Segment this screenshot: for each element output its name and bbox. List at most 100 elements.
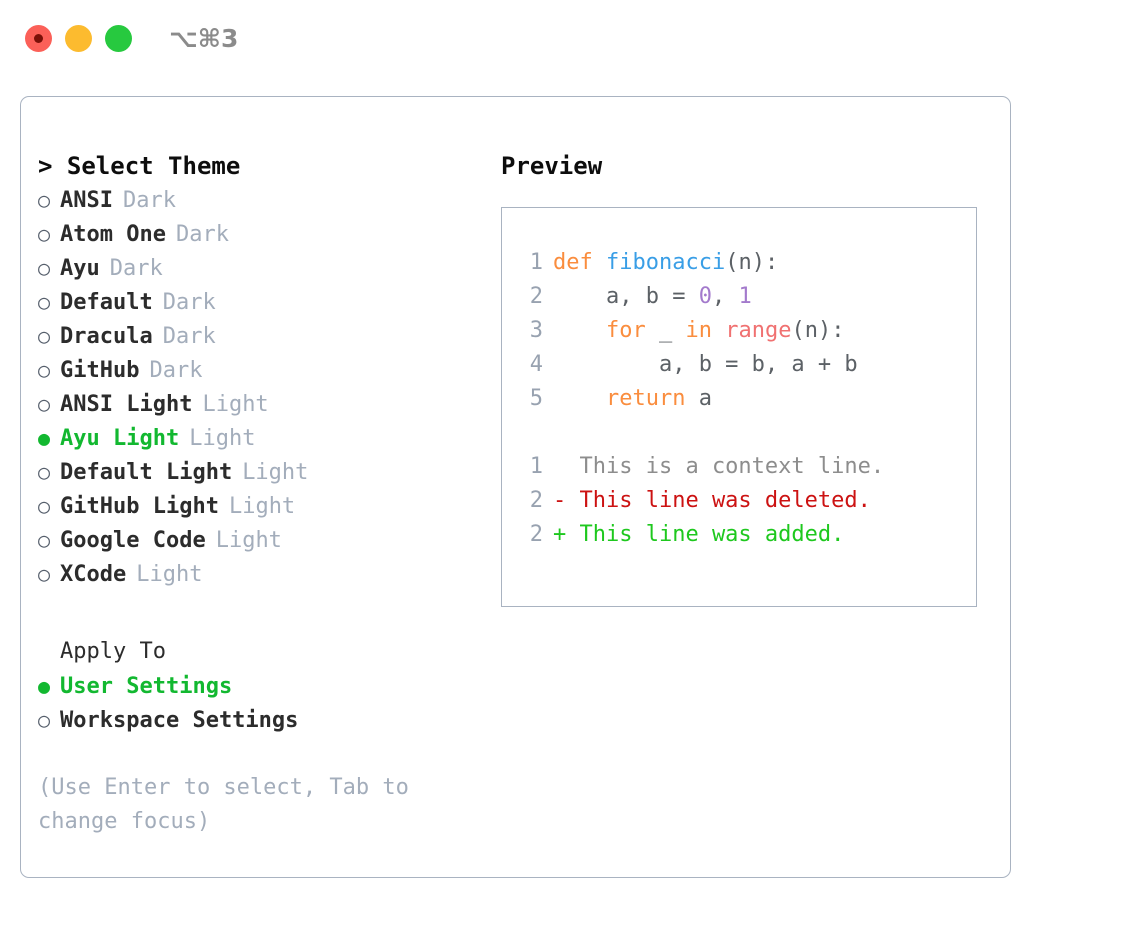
theme-name-label: Ayu Light — [60, 426, 180, 451]
theme-variant-badge: Dark — [122, 188, 176, 213]
line-number: 1 — [529, 454, 543, 479]
theme-name-label: ANSI — [60, 188, 113, 213]
code-spacer — [517, 416, 970, 450]
code-token: for — [605, 318, 646, 343]
theme-variant-badge: Light — [228, 494, 296, 519]
code-token: + This line was added. — [553, 522, 845, 547]
code-token: _ — [645, 318, 686, 343]
theme-name-label: Default Light — [60, 460, 233, 485]
code-token: 0 — [698, 284, 712, 309]
code-token — [553, 382, 606, 416]
diff-line: 2 + This line was added. — [517, 518, 970, 552]
title-bar: ⌥⌘3 — [0, 0, 1140, 76]
apply-to-label: User Settings — [60, 674, 233, 699]
theme-option-ayu[interactable]: ○ Ayu Dark — [38, 251, 468, 285]
code-token: (n): — [725, 250, 779, 275]
radio-unselected-icon: ○ — [38, 324, 51, 348]
radio-unselected-icon: ○ — [38, 256, 51, 280]
line-number: 1 — [529, 250, 543, 275]
minimize-button[interactable] — [65, 25, 92, 52]
theme-variant-badge: Light — [136, 562, 203, 587]
radio-unselected-icon: ○ — [38, 528, 51, 552]
apply-to-heading: Apply To — [60, 639, 166, 664]
keyboard-hint-text: (Use Enter to select, Tab to change focu… — [38, 775, 423, 834]
line-number: 5 — [529, 386, 543, 411]
code-line: 4 a, b = b, a + b — [517, 348, 970, 382]
theme-name-label: Google Code — [60, 528, 206, 553]
code-token: range — [725, 318, 792, 343]
theme-name-label: Atom One — [60, 222, 166, 247]
theme-variant-badge: Dark — [175, 222, 229, 247]
apply-to-list[interactable]: ● User Settings ○Workspace Settings — [38, 669, 468, 737]
theme-variant-badge: Light — [202, 392, 269, 417]
theme-option-atom-one[interactable]: ○ Atom One Dark — [38, 217, 468, 251]
radio-selected-icon: ● — [38, 674, 51, 698]
code-token: in — [685, 318, 712, 343]
theme-variant-badge: Light — [242, 460, 309, 485]
code-line: 5 return a — [517, 382, 970, 416]
radio-unselected-icon: ○ — [38, 222, 51, 246]
code-line: 3 for _ in range(n): — [517, 314, 970, 348]
code-token: a, b = — [553, 284, 699, 309]
code-token: a — [685, 386, 712, 411]
diff-sample: 1 This is a context line. 2 - This line wa… — [517, 450, 970, 552]
code-token: - This line was deleted. — [553, 488, 871, 513]
theme-option-default-light[interactable]: ○ Default Light Light — [38, 455, 468, 489]
code-token — [553, 314, 606, 348]
theme-name-label: Ayu — [60, 256, 100, 281]
code-token — [712, 314, 725, 348]
theme-option-ayu-light[interactable]: ● Ayu Light Light — [38, 421, 468, 455]
code-token: def — [553, 250, 606, 275]
theme-variant-badge: Dark — [109, 256, 163, 281]
diff-line: 1 This is a context line. — [517, 450, 970, 484]
code-line: 2 a, b = 0, 1 — [517, 280, 970, 314]
line-number: 2 — [529, 488, 543, 513]
theme-variant-badge: Light — [189, 426, 256, 451]
theme-option-github[interactable]: ○ GitHub Dark — [38, 353, 468, 387]
close-button[interactable] — [25, 25, 52, 52]
theme-option-xcode[interactable]: ○ XCode Light — [38, 557, 468, 591]
window-controls — [25, 25, 132, 52]
maximize-button[interactable] — [105, 25, 132, 52]
radio-selected-icon: ● — [38, 426, 51, 450]
code-token: 1 — [738, 284, 752, 309]
radio-unselected-icon: ○ — [38, 188, 51, 212]
code-token: This is a context line. — [553, 454, 885, 479]
theme-option-google-code[interactable]: ○ Google Code Light — [38, 523, 468, 557]
line-number: 2 — [529, 284, 543, 309]
theme-name-label: GitHub Light — [60, 494, 219, 519]
theme-variant-badge: Dark — [162, 290, 216, 315]
theme-variant-badge: Dark — [149, 358, 203, 383]
radio-unselected-icon: ○ — [38, 358, 51, 382]
theme-option-github-light[interactable]: ○ GitHub Light Light — [38, 489, 468, 523]
radio-unselected-icon: ○ — [38, 494, 51, 518]
code-token: (n): — [791, 318, 845, 343]
line-number: 2 — [529, 522, 543, 547]
diff-line: 2 - This line was deleted. — [517, 484, 970, 518]
spacer — [38, 591, 468, 635]
apply-to-option-workspace-settings[interactable]: ○Workspace Settings — [38, 703, 468, 737]
theme-variant-badge: Light — [215, 528, 282, 553]
code-line: 1 def fibonacci(n): — [517, 246, 970, 280]
window-title-shortcut: ⌥⌘3 — [169, 24, 239, 53]
theme-name-label: GitHub — [60, 358, 140, 383]
radio-unselected-icon: ○ — [38, 562, 51, 586]
code-token: a, b = b, a + b — [553, 352, 858, 377]
radio-unselected-icon: ○ — [38, 460, 51, 484]
theme-name-label: XCode — [60, 562, 127, 587]
theme-option-ansi[interactable]: ○ ANSI Dark — [38, 183, 468, 217]
select-theme-heading: > Select Theme — [38, 152, 241, 180]
preview-heading: Preview — [501, 152, 603, 180]
apply-to-option-user-settings[interactable]: ● User Settings — [38, 669, 468, 703]
line-number: 3 — [529, 318, 543, 343]
code-token: fibonacci — [605, 250, 726, 275]
radio-unselected-icon: ○ — [38, 290, 51, 314]
